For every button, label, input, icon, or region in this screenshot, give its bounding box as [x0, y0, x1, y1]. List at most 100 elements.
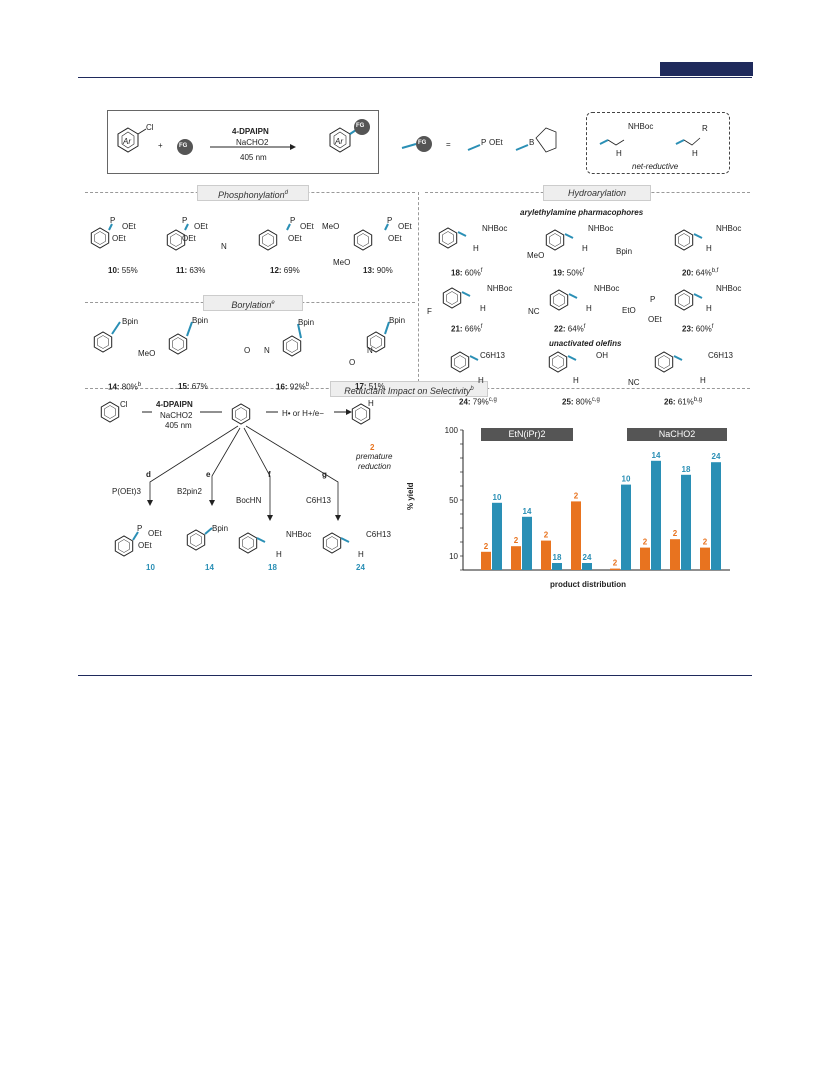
meo-13a: MeO	[322, 222, 340, 231]
new-bond	[567, 355, 577, 361]
compound-caption-25: 25: 80%c,g	[562, 397, 600, 407]
compound-number: 20:	[682, 268, 694, 278]
bar-label: 2	[544, 531, 549, 540]
compound-number: 25:	[562, 397, 574, 407]
bory-text: Borylation	[231, 300, 272, 310]
nhboc-bot: NHBoc	[286, 530, 312, 539]
eto-23: EtO	[622, 306, 636, 315]
nhboc-18: NHBoc	[482, 224, 508, 233]
compound-number: 16:	[276, 382, 288, 392]
arylethylamine-heading: arylethylamine pharmacophores	[520, 208, 644, 217]
bpin-16: Bpin	[298, 318, 315, 327]
compound-yield: 55%	[119, 266, 138, 275]
compound-footnote: b,f	[711, 268, 719, 274]
benzene-ring	[549, 289, 569, 311]
h-bot-f: H	[276, 550, 282, 559]
h-25: H	[573, 376, 579, 385]
legend-nacho2-text: NaCHO2	[658, 429, 696, 439]
bar	[621, 484, 631, 570]
h-23: H	[706, 304, 712, 313]
h-18: H	[473, 244, 479, 253]
bar-label: 2	[484, 542, 489, 551]
o-17: O	[349, 358, 356, 367]
compound-number: 10:	[108, 266, 120, 275]
nhboc-19: NHBoc	[588, 224, 614, 233]
compound-number: 12:	[270, 266, 282, 275]
compound-caption-19: 19: 50%f	[553, 268, 584, 278]
h-bot-g: H	[358, 550, 364, 559]
legend-etn-text: EtN(iPr)2	[508, 429, 546, 439]
h-21: H	[480, 304, 486, 313]
bpin-14: Bpin	[122, 317, 139, 326]
oet-12a: OEt	[300, 222, 314, 231]
net-nhboc: NHBoc	[628, 122, 654, 131]
compound-number: 22:	[554, 324, 566, 334]
compound-caption-14: 14: 80%b	[108, 382, 141, 392]
compound-yield: 67%	[189, 382, 208, 391]
bar-label: 2	[643, 538, 648, 547]
compound-yield: 79%	[470, 397, 489, 407]
bar-label: 2	[703, 538, 708, 547]
phos-sup: d	[284, 190, 288, 196]
benzene-ring	[674, 229, 694, 251]
compound-number: 24:	[459, 397, 471, 407]
two-label: 2	[370, 443, 375, 452]
new-bond	[568, 293, 578, 299]
benzene-ring	[100, 401, 120, 423]
bory-sup: e	[271, 300, 275, 306]
benzene-ring	[231, 403, 251, 425]
reductant-label: Reductant Impact on Selectivityb	[330, 381, 488, 397]
benzene-ring	[322, 532, 342, 554]
bar	[511, 546, 521, 570]
bar-label: 18	[553, 553, 562, 562]
benzene-ring	[654, 351, 674, 373]
compound-number: 23:	[682, 324, 694, 334]
compound-number: 19:	[553, 268, 565, 278]
benzene-ring	[353, 229, 373, 251]
letter-e: e	[206, 470, 211, 479]
compound-caption-15: 15: 67%	[178, 382, 208, 391]
bar-label: 2	[514, 536, 519, 545]
red-catalyst: 4-DPAIPN	[156, 400, 193, 409]
p-bot: P	[137, 524, 143, 533]
compound-footnote: c,g	[488, 397, 497, 403]
oet-12b: OEt	[288, 234, 302, 243]
net-h-1: H	[616, 149, 622, 158]
compound-caption-20: 20: 64%b,f	[682, 268, 718, 278]
reagent-catalyst: 4-DPAIPN	[232, 127, 269, 136]
new-bond	[693, 293, 703, 299]
y-tick-label: 10	[449, 552, 458, 561]
bpin-15: Bpin	[192, 316, 209, 325]
nhboc-23: NHBoc	[716, 284, 742, 293]
bochn-label: BocHN	[236, 496, 262, 505]
new-bond	[461, 291, 471, 297]
compound-footnote: f	[480, 324, 483, 330]
compound-yield: 66%	[462, 324, 481, 334]
p-23: P	[650, 295, 656, 304]
h-19: H	[582, 244, 588, 253]
compound-yield: 80%	[119, 382, 138, 392]
compound-caption-13: 13: 90%	[363, 266, 393, 275]
compound-caption-22: 22: 64%f	[554, 324, 585, 334]
oet-10a: OEt	[122, 222, 136, 231]
new-bond	[108, 223, 113, 231]
oet-11a: OEt	[194, 222, 208, 231]
bar	[681, 474, 691, 570]
compound-number: 13:	[363, 266, 375, 275]
footer-rule	[78, 675, 752, 676]
reagent-light: 405 nm	[240, 153, 267, 162]
bar	[711, 462, 721, 570]
bpin-20: Bpin	[616, 247, 633, 256]
y-tick-label: 100	[445, 426, 459, 435]
vertical-divider	[418, 192, 419, 387]
compound-number: 14:	[108, 382, 120, 392]
compound-yield: 61%	[675, 397, 694, 407]
benzene-ring	[114, 535, 134, 557]
new-bond	[693, 233, 703, 239]
new-bond	[384, 223, 389, 231]
meo-19: MeO	[527, 251, 545, 260]
bar-label: 14	[523, 507, 532, 516]
bpin-bot: Bpin	[212, 524, 229, 533]
compound-caption-17: 17: 51%	[355, 382, 385, 391]
n-16: N	[264, 346, 270, 355]
